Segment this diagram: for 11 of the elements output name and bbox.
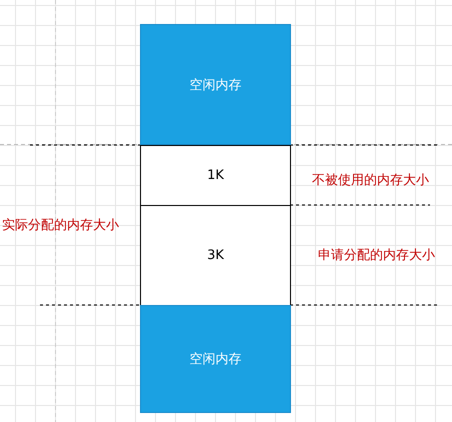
memory-block [140, 205, 291, 306]
block-label: 空闲内存 [190, 76, 242, 94]
size-annotation: 申请分配的内存大小 [318, 247, 435, 264]
block-label: 3K [207, 248, 224, 263]
free-memory-block [140, 305, 291, 413]
free-memory-block [140, 24, 291, 145]
size-annotation: 实际分配的内存大小 [2, 217, 119, 234]
memory-block [140, 145, 291, 206]
block-label: 1K [207, 168, 224, 183]
block-label: 空闲内存 [190, 351, 242, 368]
size-annotation: 不被使用的内存大小 [312, 172, 429, 189]
